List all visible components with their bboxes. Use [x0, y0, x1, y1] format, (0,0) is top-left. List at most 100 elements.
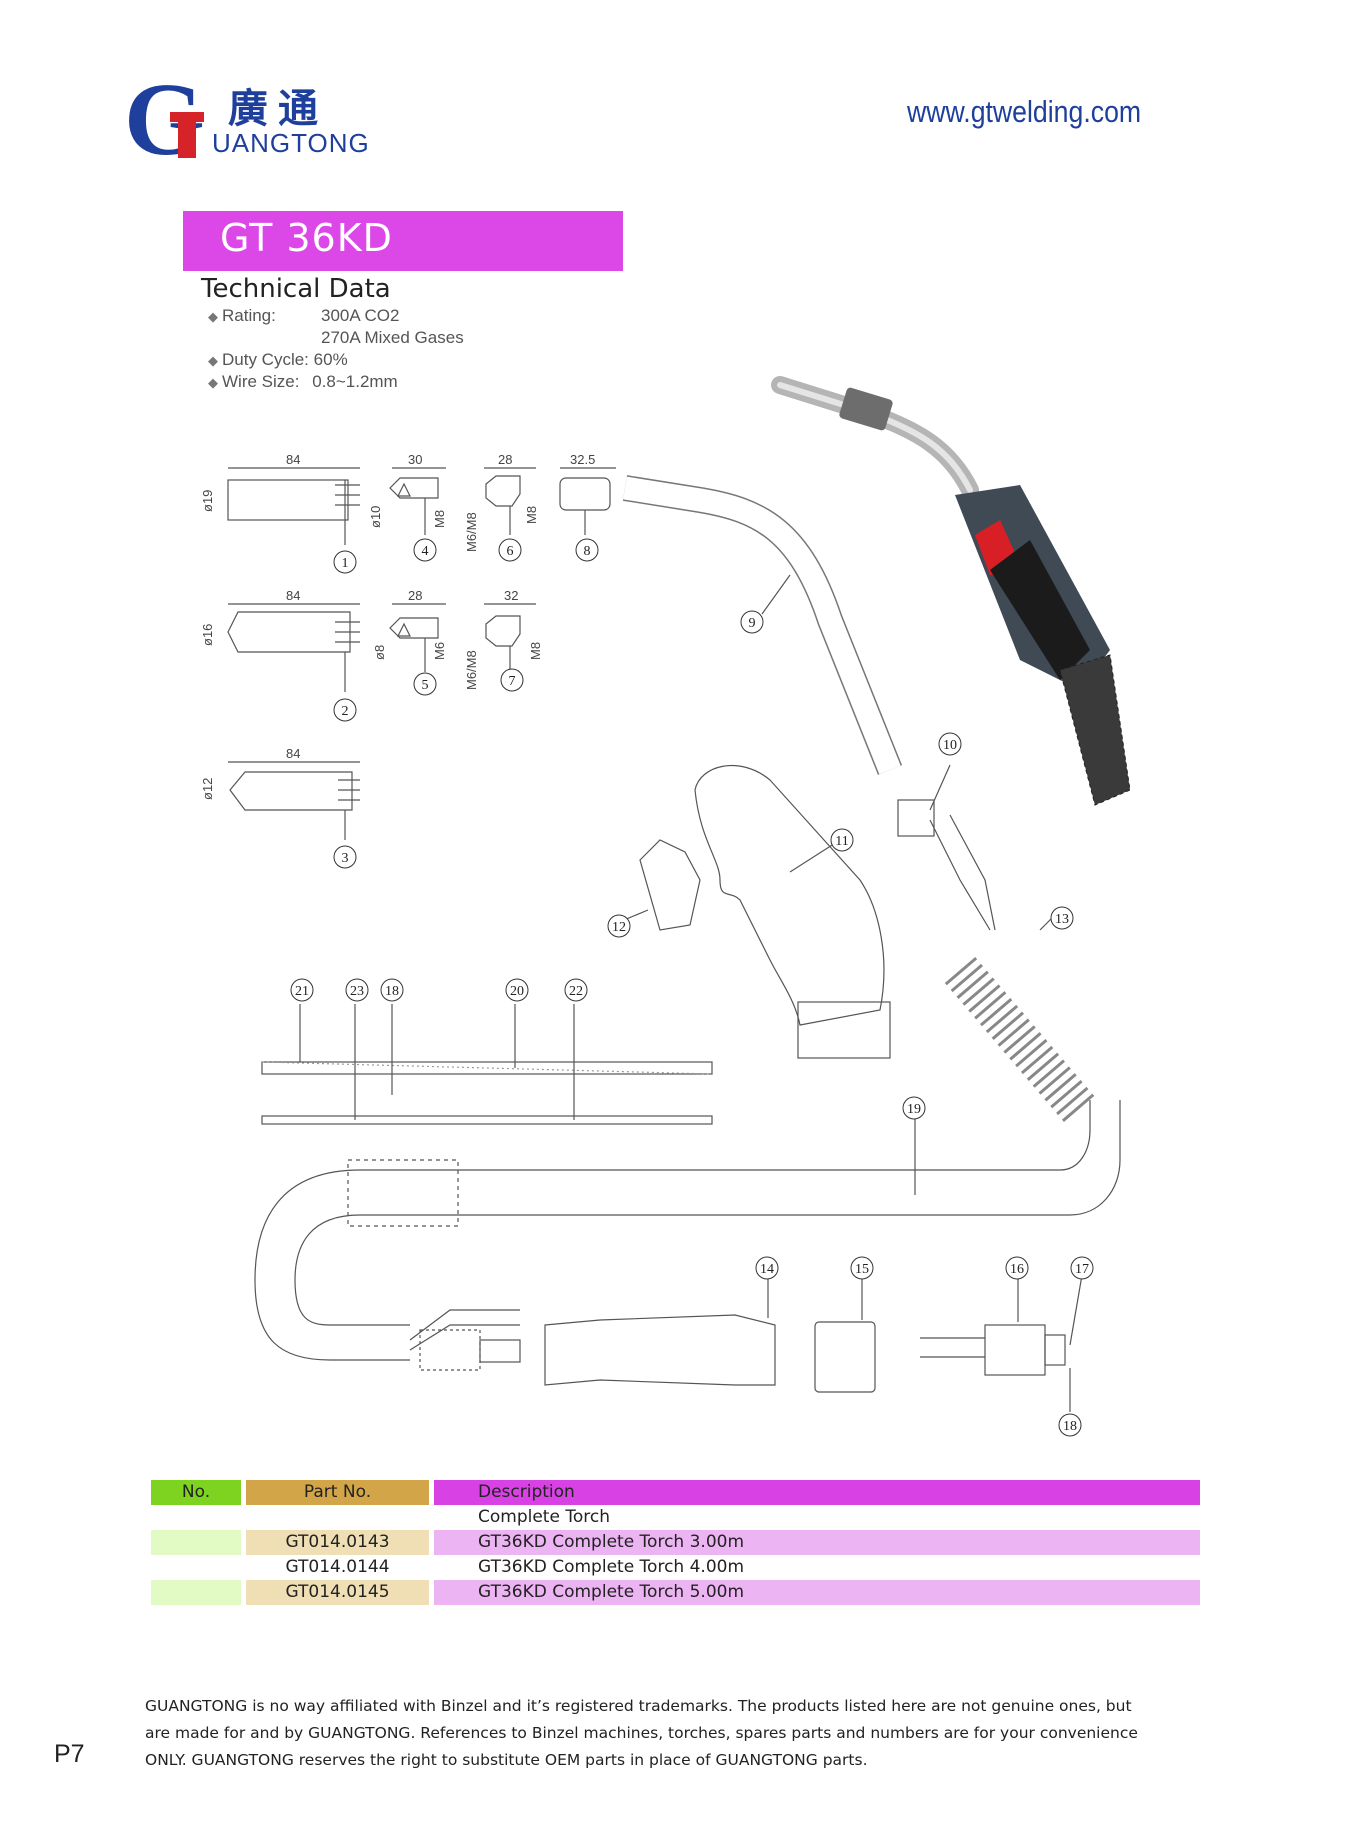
callout-23: 23: [345, 978, 369, 1002]
svg-text:4: 4: [422, 544, 429, 559]
table-row-part: GT014.0144: [285, 1557, 390, 1577]
dim-label: 28: [408, 588, 422, 603]
table-row-no: [151, 1555, 241, 1580]
header-description: Description: [434, 1480, 1200, 1505]
trigger-12: [639, 839, 701, 931]
callout-8: 8: [575, 538, 599, 562]
svg-text:11: 11: [835, 834, 848, 849]
nut-15: [814, 1321, 876, 1393]
nozzle-3: [229, 771, 353, 811]
callout-17: 17: [1070, 1256, 1094, 1280]
callout-20: 20: [505, 978, 529, 1002]
callout-14: 14: [755, 1256, 779, 1280]
table-row-desc: GT36KD Complete Torch 5.00m: [434, 1580, 1200, 1605]
gas-diffuser-8: [559, 477, 611, 511]
svg-text:12: 12: [612, 920, 626, 935]
connector-body-14: [544, 1314, 776, 1386]
callout-12: 12: [607, 914, 631, 938]
dim-label: M6/M8: [464, 512, 479, 552]
svg-text:9: 9: [749, 616, 756, 631]
spec-wire: ◆Wire Size: 0.8~1.2mm: [208, 372, 398, 392]
callout-21: 21: [290, 978, 314, 1002]
callout-13: 13: [1050, 906, 1074, 930]
spec-duty: ◆Duty Cycle: 60%: [208, 350, 348, 370]
callout-11: 11: [830, 828, 854, 852]
dim-label: ø19: [200, 490, 215, 512]
svg-text:6: 6: [507, 544, 514, 559]
svg-text:22: 22: [569, 984, 583, 999]
group-label: Complete Torch: [478, 1507, 610, 1527]
technical-data-heading: Technical Data: [201, 274, 391, 304]
dim-label: 84: [286, 746, 300, 761]
tip-holder-7: [485, 615, 521, 647]
svg-text:21: 21: [295, 984, 309, 999]
nozzle-1: [227, 479, 349, 521]
dim-label: M8: [524, 506, 539, 524]
contact-tip-4: [389, 477, 439, 499]
exploded-parts-diagram: 84 ø19 84 ø16 84 ø12 30 ø10 M8 28 ø8 M6 …: [200, 376, 1131, 1437]
dim-label: M8: [432, 510, 447, 528]
nozzle-2: [227, 611, 351, 653]
callout-10: 10: [938, 732, 962, 756]
callout-22: 22: [564, 978, 588, 1002]
svg-text:17: 17: [1075, 1262, 1089, 1277]
spec-label: Rating:: [222, 306, 276, 325]
dim-label: 30: [408, 452, 422, 467]
dim-label: 84: [286, 452, 300, 467]
table-row-no: [151, 1580, 241, 1605]
callout-5: 5: [413, 672, 437, 696]
plug-16: [984, 1324, 1046, 1376]
svg-text:2: 2: [342, 704, 349, 719]
logo-t-stem: [178, 118, 196, 158]
callout-1: 1: [333, 550, 357, 574]
dim-label: M6: [432, 642, 447, 660]
spec-label: Wire Size:: [222, 372, 300, 391]
bullet-diamond-icon: ◆: [208, 353, 218, 368]
svg-text:20: 20: [510, 984, 524, 999]
pin-17: [1044, 1334, 1066, 1366]
dim-label: ø10: [368, 506, 383, 528]
callout-18: 18: [380, 978, 404, 1002]
callout-19: 19: [902, 1096, 926, 1120]
handle-11: [694, 765, 885, 1026]
disclaimer-line: are made for and by GUANGTONG. Reference…: [145, 1724, 1138, 1742]
svg-text:13: 13: [1055, 912, 1069, 927]
liner-20: [261, 1061, 713, 1075]
callout-3: 3: [333, 845, 357, 869]
spec-rating-value-1: 300A CO2: [321, 306, 400, 325]
callout-16: 16: [1005, 1256, 1029, 1280]
dim-label: M6/M8: [464, 650, 479, 690]
callout-15: 15: [850, 1256, 874, 1280]
svg-text:18: 18: [385, 984, 399, 999]
tip-holder-6: [485, 475, 521, 507]
header-no: No.: [151, 1480, 241, 1505]
website-link[interactable]: www.gtwelding.com: [907, 94, 1142, 129]
model-title: GT 36KD: [220, 216, 393, 260]
dim-label: 28: [498, 452, 512, 467]
spring-13: [944, 956, 1096, 1124]
svg-text:18: 18: [1063, 1419, 1077, 1434]
page-number: P7: [54, 1740, 85, 1768]
svg-text:23: 23: [350, 984, 364, 999]
table-row-part: GT014.0143: [246, 1530, 429, 1555]
spec-label: Duty Cycle:: [222, 350, 309, 369]
dim-label: ø16: [200, 624, 215, 646]
svg-text:10: 10: [943, 738, 957, 753]
spec-rating: ◆Rating:: [208, 306, 276, 326]
title-bar: [183, 211, 623, 271]
callout-2: 2: [333, 698, 357, 722]
svg-text:1: 1: [342, 556, 349, 571]
table-row-no: [151, 1530, 241, 1555]
svg-text:19: 19: [907, 1102, 921, 1117]
svg-text:5: 5: [422, 678, 429, 693]
cable-19: [360, 1100, 1091, 1171]
dim-label: ø12: [200, 778, 215, 800]
svg-text:7: 7: [509, 674, 516, 689]
table-row-desc: GT36KD Complete Torch 3.00m: [434, 1530, 1200, 1555]
dim-label: M8: [528, 642, 543, 660]
contact-tip-5: [389, 617, 439, 639]
inner-tube-22: [261, 1115, 713, 1125]
dim-label: 32.5: [570, 452, 595, 467]
disclaimer: GUANGTONG is no way affiliated with Binz…: [145, 1693, 1225, 1774]
dim-label: 32: [504, 588, 518, 603]
